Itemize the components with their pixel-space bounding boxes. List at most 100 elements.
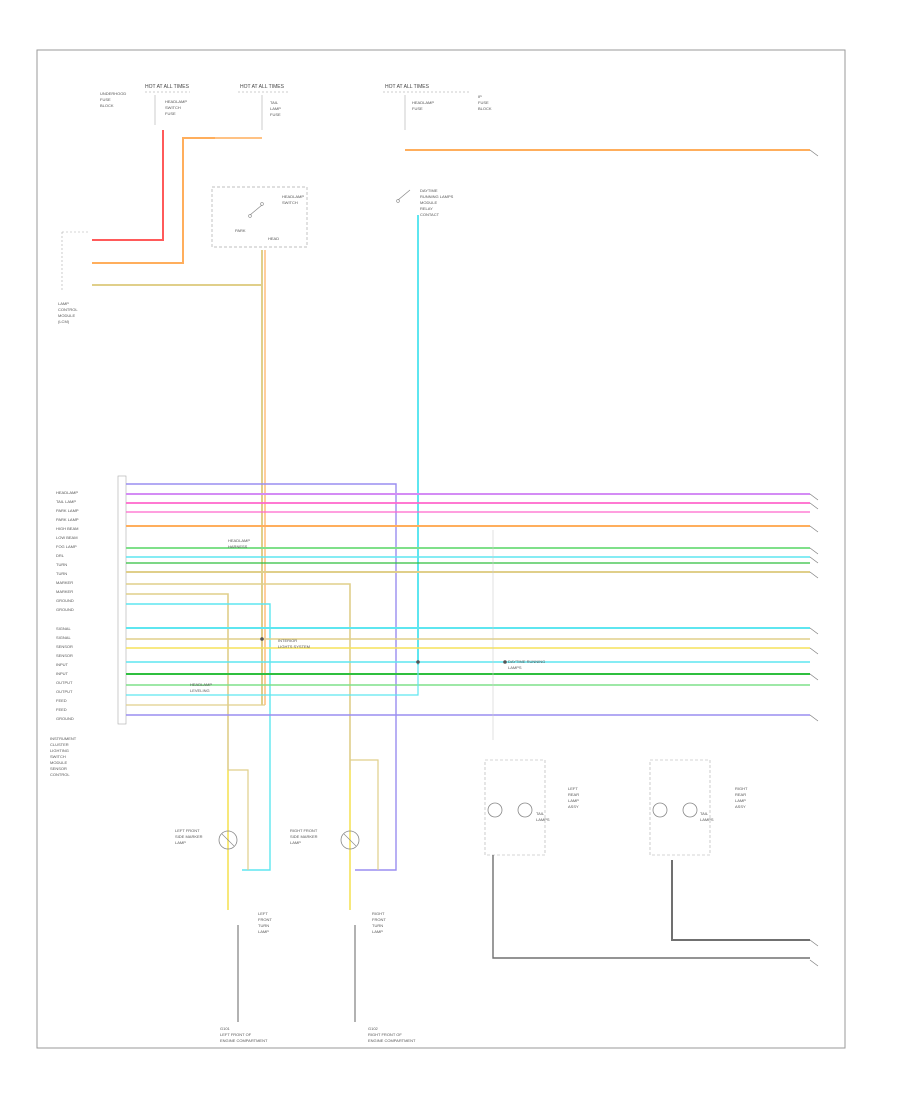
svg-text:TURN: TURN [258,923,269,928]
svg-text:HEADLAMP: HEADLAMP [282,194,304,199]
svg-text:LIGHTS SYSTEM: LIGHTS SYSTEM [278,644,310,649]
svg-text:FOG LAMP: FOG LAMP [56,544,77,549]
svg-text:UNDERHOOD: UNDERHOOD [100,91,126,96]
right-front-sidemarker-lamp: RIGHT FRONT SIDE MARKER LAMP RIGHT FRONT… [290,759,416,1043]
harness-wires [126,483,810,871]
svg-text:SENSOR: SENSOR [56,644,73,649]
svg-text:MODULE: MODULE [50,760,67,765]
svg-text:LAMP: LAMP [175,840,186,845]
svg-text:G102: G102 [368,1026,379,1031]
svg-text:FUSE: FUSE [100,97,111,102]
svg-text:FUSE: FUSE [412,106,423,111]
left-front-sidemarker-lamp: LEFT FRONT SIDE MARKER LAMP LEFT FRONT T… [175,769,272,1043]
svg-text:ENGINE COMPARTMENT: ENGINE COMPARTMENT [368,1038,416,1043]
svg-text:SWITCH: SWITCH [165,105,181,110]
svg-text:SIGNAL: SIGNAL [56,626,71,631]
svg-text:ENGINE COMPARTMENT: ENGINE COMPARTMENT [220,1038,268,1043]
svg-text:LEFT FRONT OF: LEFT FRONT OF [220,1032,252,1037]
svg-text:HEADLAMP: HEADLAMP [228,538,250,543]
svg-text:HEADLAMP: HEADLAMP [56,490,78,495]
svg-text:SENSOR: SENSOR [50,766,67,771]
svg-text:LAMPS: LAMPS [508,665,522,670]
svg-text:LEFT FRONT: LEFT FRONT [175,828,200,833]
left-rear-tail-lamp: TAIL LAMPS LEFT REAR LAMP ASSY [484,530,810,959]
svg-text:LAMP: LAMP [58,301,69,306]
svg-text:INTERIOR: INTERIOR [278,638,297,643]
svg-text:PARK LAMP: PARK LAMP [56,508,79,513]
svg-text:GROUND: GROUND [56,598,74,603]
svg-text:SIDE MARKER: SIDE MARKER [290,834,318,839]
fuse-block-middle: HOT AT ALL TIMES TAIL LAMP FUSE [238,84,290,130]
svg-text:MODULE: MODULE [58,313,75,318]
svg-text:IP: IP [478,94,482,99]
svg-text:MARKER: MARKER [56,580,73,585]
svg-text:FUSE: FUSE [270,112,281,117]
svg-text:SIDE MARKER: SIDE MARKER [175,834,203,839]
svg-text:MARKER: MARKER [56,589,73,594]
fuse-label-3: HOT AT ALL TIMES [385,84,430,90]
svg-text:PARK: PARK [235,228,246,233]
svg-text:FEED: FEED [56,698,67,703]
svg-text:SWITCH: SWITCH [282,200,298,205]
svg-text:RIGHT FRONT: RIGHT FRONT [290,828,318,833]
right-rear-tail-lamp: TAIL LAMPS RIGHT REAR LAMP ASSY [649,759,810,941]
svg-text:RIGHT FRONT OF: RIGHT FRONT OF [368,1032,402,1037]
pin-labels: HEADLAMP TAIL LAMP PARK LAMP PARK LAMP H… [56,490,79,721]
svg-text:TURN: TURN [372,923,383,928]
svg-text:DAYTIME: DAYTIME [420,188,438,193]
svg-text:ASSY: ASSY [568,804,579,809]
fuse-block-right: HOT AT ALL TIMES HEADLAMP FUSE IP FUSE B… [383,84,492,130]
svg-text:LAMP: LAMP [568,798,579,803]
headlamp-switch: HEADLAMP SWITCH PARK HEAD [211,186,308,248]
wires-top [92,130,810,705]
svg-text:MODULE: MODULE [420,200,437,205]
svg-text:RIGHT: RIGHT [735,786,748,791]
right-terminal-ticks [809,149,819,967]
svg-text:SIGNAL: SIGNAL [56,635,71,640]
svg-text:TAIL: TAIL [270,100,279,105]
dimmer-relay: DAYTIME RUNNING LAMPS MODULE RELAY CONTA… [396,188,454,217]
svg-text:LEFT: LEFT [568,786,578,791]
splice-notes: HEADLAMP HARNESS INTERIOR LIGHTS SYSTEM … [190,538,545,693]
svg-text:TURN: TURN [56,571,67,576]
fuse-label-2: HOT AT ALL TIMES [240,84,285,90]
svg-text:FRONT: FRONT [372,917,386,922]
svg-text:REAR: REAR [568,792,579,797]
lamp-control-module: LAMP CONTROL MODULE (LCM) [58,231,90,324]
svg-text:TAIL: TAIL [700,811,709,816]
svg-text:GROUND: GROUND [56,716,74,721]
svg-text:SWITCH: SWITCH [50,754,66,759]
svg-text:GROUND: GROUND [56,607,74,612]
svg-text:TAIL LAMP: TAIL LAMP [56,499,76,504]
svg-text:CONTROL: CONTROL [50,772,70,777]
svg-text:(LCM): (LCM) [58,319,70,324]
svg-text:BLOCK: BLOCK [478,106,492,111]
svg-text:OUTPUT: OUTPUT [56,689,73,694]
svg-text:LOW BEAM: LOW BEAM [56,535,78,540]
svg-text:HEADLAMP: HEADLAMP [165,99,187,104]
svg-text:RUNNING LAMPS: RUNNING LAMPS [420,194,454,199]
svg-text:LAMPS: LAMPS [700,817,714,822]
svg-text:FUSE: FUSE [478,100,489,105]
svg-text:PARK LAMP: PARK LAMP [56,517,79,522]
svg-text:CONTROL: CONTROL [58,307,78,312]
fuse-block-left: HOT AT ALL TIMES UNDERHOOD FUSE BLOCK HE… [100,84,190,125]
svg-text:TAIL: TAIL [536,811,545,816]
svg-text:SENSOR: SENSOR [56,653,73,658]
svg-text:INPUT: INPUT [56,662,69,667]
svg-text:LEVELING: LEVELING [190,688,210,693]
svg-text:DRL: DRL [56,553,65,558]
svg-text:INPUT: INPUT [56,671,69,676]
svg-text:LAMP: LAMP [372,929,383,934]
svg-text:INSTRUMENT: INSTRUMENT [50,736,77,741]
svg-text:BLOCK: BLOCK [100,103,114,108]
svg-text:CONTACT: CONTACT [420,212,440,217]
svg-text:LAMP: LAMP [258,929,269,934]
svg-text:DAYTIME RUNNING: DAYTIME RUNNING [508,659,545,664]
svg-text:LAMPS: LAMPS [536,817,550,822]
fuse-label-1: HOT AT ALL TIMES [145,84,190,90]
svg-text:LIGHTING: LIGHTING [50,748,69,753]
diagram-border [36,49,846,1049]
svg-text:LAMP: LAMP [270,106,281,111]
